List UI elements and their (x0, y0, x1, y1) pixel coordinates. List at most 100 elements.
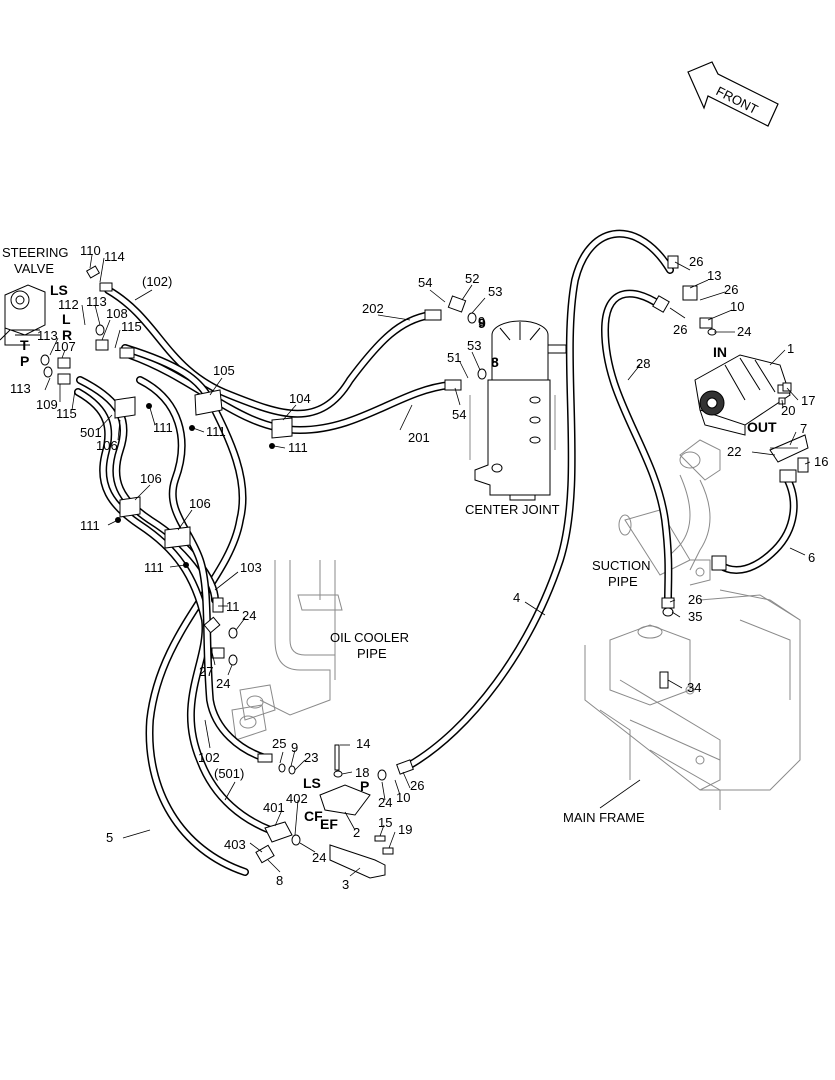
suction-pipe-outline (618, 439, 721, 586)
part-number-label: 111 (288, 440, 308, 455)
port-label: CF (304, 808, 323, 824)
part-number-label: 26 (724, 282, 738, 297)
port-label: 8 (491, 354, 499, 370)
part-number-label: 110 (80, 243, 101, 258)
part-number-label: 6 (808, 550, 815, 565)
part-number-label: 23 (304, 750, 318, 765)
part-number-label: 115 (121, 319, 142, 334)
part-number-label: 34 (687, 680, 701, 695)
port-label: 9 (478, 315, 486, 331)
part-number-label: 53 (488, 284, 502, 299)
part-number-label: 26 (410, 778, 424, 793)
part-number-label: 11 (226, 599, 240, 614)
part-number-label: 15 (378, 815, 392, 830)
part-number-label: 2 (353, 825, 360, 840)
center-joint-label: CENTER JOINT (465, 502, 560, 517)
part-number-label: 111 (206, 424, 226, 439)
part-number-label: 106 (140, 471, 162, 486)
port-label: LS (303, 775, 321, 791)
part-number-label: 109 (36, 397, 58, 412)
part-number-label: 27 (199, 664, 213, 679)
center-joint (469, 320, 567, 501)
part-number-label: 10 (730, 299, 744, 314)
part-number-label: 111 (80, 518, 100, 533)
part-number-label: 5 (106, 830, 113, 845)
part-number-label: 402 (286, 791, 308, 806)
part-number-label: 8 (491, 355, 498, 370)
part-number-label: 202 (362, 301, 384, 316)
part-number-label: 113 (10, 381, 31, 396)
part-number-label: 106 (189, 496, 211, 511)
part-number-label: 108 (106, 306, 128, 321)
part-number-label: 53 (467, 338, 481, 353)
part-number-label: 9 (478, 314, 485, 329)
port-label: EF (320, 816, 338, 832)
clamps (114, 389, 293, 549)
part-number-label: 18 (355, 765, 369, 780)
part-number-label: 22 (727, 444, 741, 459)
part-number-label: 104 (289, 391, 311, 406)
part-number-label: 401 (263, 800, 285, 815)
part-number-label: 24 (242, 608, 256, 623)
part-number-label: 115 (56, 406, 77, 421)
port-label: R (62, 327, 72, 343)
steering-valve (0, 284, 46, 346)
part-number-label: 35 (688, 609, 702, 624)
part-number-label: 26 (673, 322, 687, 337)
part-number-label: 111 (153, 420, 173, 435)
part-number-label: 7 (800, 421, 807, 436)
part-number-label: 26 (688, 592, 702, 607)
fittings (40, 255, 809, 879)
part-number-label: 102 (198, 750, 220, 765)
part-number-label: 201 (408, 430, 430, 445)
part-number-label: 52 (465, 271, 479, 286)
part-number-label: 10 (396, 790, 410, 805)
part-number-label: 114 (104, 249, 125, 264)
part-number-label: 1 (787, 341, 794, 356)
main-frame-outline (584, 589, 801, 810)
part-number-label: 24 (378, 795, 392, 810)
main-pump (694, 354, 791, 436)
part-number-label: 111 (144, 560, 164, 575)
part-number-label: 19 (398, 822, 412, 837)
port-label: IN (713, 344, 727, 360)
part-number-label: 103 (240, 560, 262, 575)
part-number-label: 403 (224, 837, 246, 852)
part-number-label: 13 (707, 268, 721, 283)
hoses (74, 229, 798, 876)
part-number-label: 28 (636, 356, 650, 371)
part-number-label: 501 (80, 425, 102, 440)
part-number-label: 54 (418, 275, 432, 290)
part-number-label: (102) (142, 274, 172, 289)
port-label: LS (50, 282, 68, 298)
part-number-label: 51 (447, 350, 461, 365)
part-number-label: 54 (452, 407, 466, 422)
part-number-label: 8 (276, 873, 283, 888)
main-frame-label: MAIN FRAME (563, 810, 645, 825)
part-number-label: 9 (291, 740, 298, 755)
port-label: P (20, 353, 29, 369)
part-number-label: 24 (216, 676, 230, 691)
part-number-label: 20 (781, 403, 795, 418)
part-number-label: 4 (513, 590, 520, 605)
part-number-label: 106 (96, 438, 118, 453)
part-number-label: 113 (86, 294, 107, 309)
part-number-label: 24 (737, 324, 751, 339)
oil-cooler-pipe-outline (231, 560, 343, 741)
part-number-label: 113 (37, 328, 58, 343)
port-label: T (20, 337, 29, 353)
part-number-label: 14 (356, 736, 370, 751)
part-number-label: 3 (342, 877, 349, 892)
port-label: OUT (747, 419, 777, 435)
part-number-label: 25 (272, 736, 286, 751)
part-number-label: 17 (801, 393, 815, 408)
part-number-label: 112 (58, 297, 79, 312)
part-number-label: 16 (814, 454, 828, 469)
part-number-label: 26 (689, 254, 703, 269)
front-arrow: FRONT (687, 61, 779, 127)
